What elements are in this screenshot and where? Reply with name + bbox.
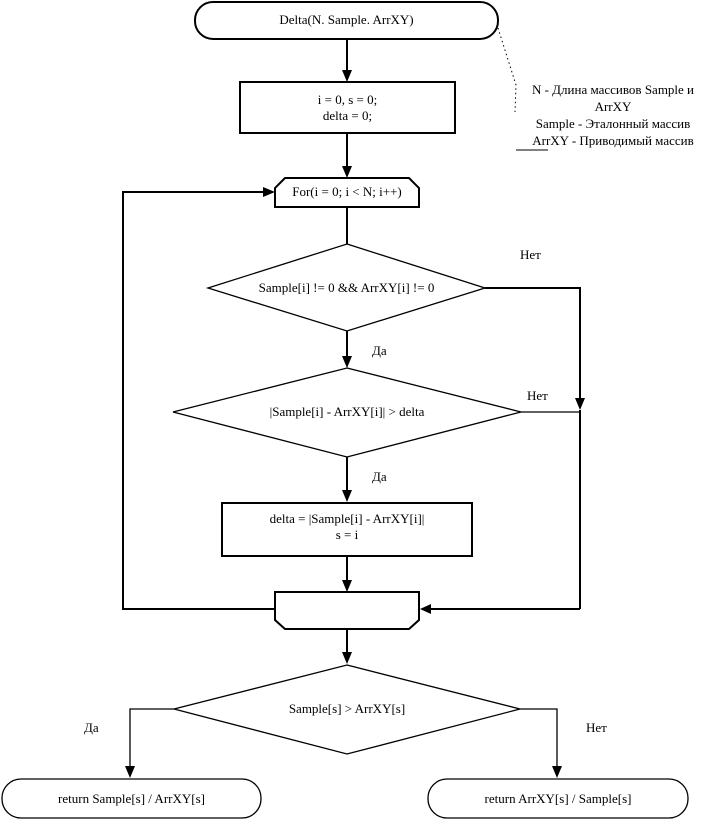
init-process-box <box>239 81 456 134</box>
cond2-label: |Sample[i] - ArrXY[i]| > delta <box>269 404 425 419</box>
init-line-1: i = 0, s = 0; <box>317 92 378 107</box>
loop-start-box <box>274 177 420 208</box>
comment-block: N - Длина массивов Sample и ArrXY Sample… <box>513 81 713 149</box>
arrow-head <box>342 70 352 82</box>
comment-line-4: ArrXY - Приводимый массив <box>532 133 694 148</box>
end-yes-terminator <box>1 778 262 819</box>
assign-process-box <box>221 502 473 557</box>
init-line-2: delta = 0; <box>322 108 373 123</box>
cond3-yes-label: Да <box>84 720 99 735</box>
arrow-head <box>342 166 352 178</box>
arrow-head <box>342 490 352 502</box>
end-yes-label: return Sample[s] / ArrXY[s] <box>58 791 205 806</box>
loop-end-box <box>274 591 420 630</box>
cond1-yes-label: Да <box>372 343 387 358</box>
cond1-no-label: Нет <box>520 247 541 262</box>
arrow-head <box>575 398 585 410</box>
arrow-head <box>342 580 352 592</box>
arrow-head <box>552 766 562 778</box>
cond3-no-label: Нет <box>586 720 607 735</box>
cond2-no-label: Нет <box>527 388 548 403</box>
cond3-yes-connector <box>129 708 174 767</box>
cond1-label: Sample[i] != 0 && ArrXY[i] != 0 <box>258 280 435 295</box>
arrow-head <box>420 604 431 614</box>
assign-line-2: s = i <box>335 527 359 542</box>
cond3-decision <box>173 664 521 755</box>
comment-line-3: Sample - Эталонный массив <box>535 116 691 131</box>
comment-connector <box>497 27 517 113</box>
loop-start-label: For(i = 0; i < N; i++) <box>292 184 402 199</box>
start-label: Delta(N. Sample. ArrXY) <box>279 12 414 27</box>
loop-back-connector <box>122 191 275 610</box>
arrow-head <box>263 187 275 197</box>
cond1-no-connector <box>485 287 581 398</box>
arrow-head <box>342 356 352 368</box>
end-no-label: return ArrXY[s] / Sample[s] <box>484 791 632 806</box>
comment-line-1: N - Длина массивов Sample и <box>531 82 695 97</box>
end-no-terminator <box>427 778 689 819</box>
arrow-head <box>342 652 352 664</box>
cond3-no-connector <box>520 708 558 767</box>
comment-line-2: ArrXY <box>594 99 632 114</box>
arrow-head <box>125 766 135 778</box>
assign-line-1: delta = |Sample[i] - ArrXY[i]| <box>269 511 425 526</box>
cond3-label: Sample[s] > ArrXY[s] <box>288 701 406 716</box>
cond2-yes-label: Да <box>372 469 387 484</box>
